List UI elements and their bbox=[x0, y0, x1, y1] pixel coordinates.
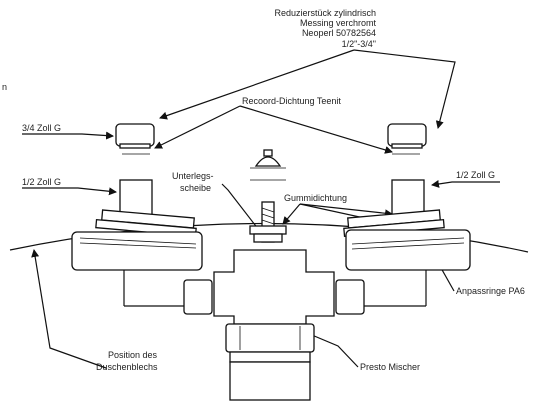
center-cap bbox=[250, 149, 286, 181]
recoord-leader-right bbox=[239, 105, 393, 154]
mixer-body bbox=[123, 249, 427, 401]
reducer-leader-right bbox=[353, 49, 456, 129]
half-inch-right-label: 1/2 Zoll G bbox=[456, 170, 495, 180]
center-bolt bbox=[249, 201, 287, 243]
half-inch-right-leader bbox=[431, 180, 500, 188]
mixer-label: Presto Mischer bbox=[360, 362, 420, 372]
reducer-label-line3: Neoperl 50782564 bbox=[302, 28, 376, 38]
right-reducer bbox=[387, 123, 427, 155]
reducer-label: Reduzierstück zylindrisch Messing verchr… bbox=[274, 8, 376, 49]
three-quarter-label: 3/4 Zoll G bbox=[22, 123, 61, 133]
rubber-seal-leader-1 bbox=[282, 203, 301, 225]
washer-label-line1: Unterlegs- bbox=[172, 171, 214, 181]
reducer-label-line2: Messing verchromt bbox=[300, 18, 377, 28]
rubber-seal-leader-3 bbox=[299, 203, 393, 218]
stray-letter: n bbox=[2, 82, 7, 92]
three-quarter-leader bbox=[22, 131, 114, 140]
right-fitting bbox=[343, 179, 471, 271]
reducer-label-line4: 1/2"-3/4" bbox=[342, 39, 376, 49]
recoord-leader-left bbox=[154, 105, 241, 149]
position-label-line1: Position des bbox=[108, 350, 158, 360]
left-fitting bbox=[71, 179, 203, 271]
position-label-line2: Duschenblechs bbox=[96, 362, 158, 372]
recoord-label: Recoord-Dichtung Teenit bbox=[242, 96, 341, 106]
washer-leader bbox=[221, 183, 263, 235]
left-reducer bbox=[115, 123, 155, 155]
adapter-ring-label: Anpassringe PA6 bbox=[456, 286, 525, 296]
reducer-label-line1: Reduzierstück zylindrisch bbox=[274, 8, 376, 18]
position-leader bbox=[31, 249, 107, 369]
reducer-leader-left bbox=[159, 49, 355, 120]
rubber-seal-label: Gummidichtung bbox=[284, 193, 347, 203]
half-inch-left-label: 1/2 Zoll G bbox=[22, 177, 61, 187]
half-inch-left-leader bbox=[22, 187, 117, 196]
washer-label-line2: scheibe bbox=[180, 183, 211, 193]
